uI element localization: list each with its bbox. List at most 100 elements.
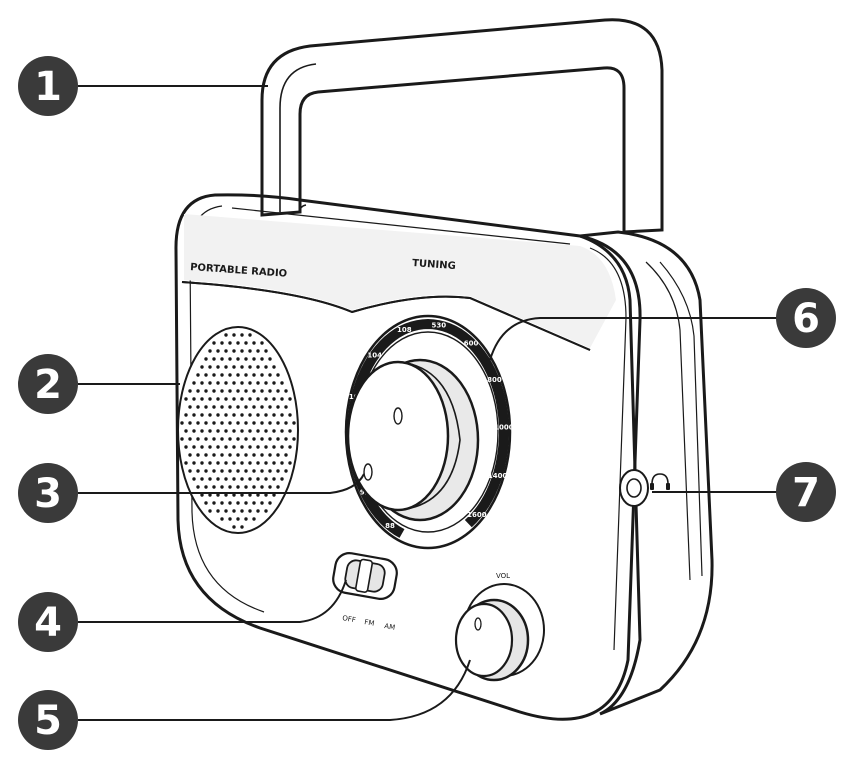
speaker-hole (284, 453, 287, 456)
speaker-hole (220, 421, 223, 424)
speaker-hole (232, 461, 235, 464)
speaker-hole (264, 413, 267, 416)
volume-label: VOL (496, 572, 510, 580)
speaker-hole (232, 349, 235, 352)
speaker-hole (260, 373, 263, 376)
speaker-hole (260, 437, 263, 440)
speaker-hole (220, 357, 223, 360)
speaker-hole (232, 445, 235, 448)
speaker-hole (276, 389, 279, 392)
callout-badge-4: 4 (18, 592, 78, 652)
speaker-hole (264, 509, 267, 512)
dial-mark-label: 530 (431, 322, 446, 330)
speaker-hole (244, 389, 247, 392)
speaker-hole (264, 461, 267, 464)
speaker-hole (272, 477, 275, 480)
speaker-hole (224, 365, 227, 368)
speaker-hole (236, 437, 239, 440)
switch-label-off: OFF (342, 614, 357, 624)
speaker-hole (284, 437, 287, 440)
speaker-hole (216, 445, 219, 448)
speaker-hole (220, 453, 223, 456)
speaker-hole (204, 469, 207, 472)
speaker-hole (220, 341, 223, 344)
speaker-hole (208, 381, 211, 384)
speaker-hole (216, 381, 219, 384)
speaker-hole (228, 517, 231, 520)
speaker-hole (256, 381, 259, 384)
speaker-hole (224, 461, 227, 464)
speaker-hole (244, 437, 247, 440)
speaker-hole (268, 469, 271, 472)
speaker-hole (216, 429, 219, 432)
speaker-hole (224, 509, 227, 512)
speaker-hole (196, 389, 199, 392)
speaker-hole (188, 469, 191, 472)
speaker-hole (268, 389, 271, 392)
headphone-jack (620, 470, 670, 506)
speaker-hole (204, 373, 207, 376)
dial-mark-label: 108 (397, 326, 412, 334)
speaker-hole (244, 501, 247, 504)
speaker-hole (216, 509, 219, 512)
speaker-hole (260, 357, 263, 360)
speaker-hole (216, 477, 219, 480)
speaker-hole (276, 453, 279, 456)
speaker-hole (232, 381, 235, 384)
speaker-hole (228, 357, 231, 360)
callout-badge-7: 7 (776, 462, 836, 522)
speaker-hole (212, 453, 215, 456)
callout-badge-1: 1 (18, 56, 78, 116)
speaker-hole (200, 477, 203, 480)
speaker-hole (220, 501, 223, 504)
speaker-hole (252, 453, 255, 456)
speaker-hole (288, 461, 291, 464)
speaker-hole (276, 405, 279, 408)
speaker-hole (276, 373, 279, 376)
speaker-hole (236, 405, 239, 408)
speaker-hole (200, 461, 203, 464)
speaker-hole (196, 453, 199, 456)
speaker-hole (244, 469, 247, 472)
speaker-hole (272, 365, 275, 368)
speaker-hole (256, 397, 259, 400)
speaker-hole (204, 389, 207, 392)
dial-mark-label: 600 (464, 340, 479, 348)
speaker-hole (272, 381, 275, 384)
speaker-hole (240, 397, 243, 400)
speaker-hole (188, 437, 191, 440)
speaker-hole (248, 509, 251, 512)
speaker-hole (204, 501, 207, 504)
speaker-hole (268, 453, 271, 456)
speaker-hole (280, 413, 283, 416)
speaker-hole (224, 381, 227, 384)
speaker-hole (220, 405, 223, 408)
callout-badge-6: 6 (776, 288, 836, 348)
speaker-hole (216, 461, 219, 464)
speaker-hole (280, 397, 283, 400)
switch-label-am: AM (384, 622, 396, 632)
speaker-hole (212, 373, 215, 376)
speaker-hole (244, 485, 247, 488)
speaker-hole (284, 469, 287, 472)
speaker-hole (252, 501, 255, 504)
speaker-hole (272, 413, 275, 416)
speaker-hole (276, 421, 279, 424)
speaker-hole (216, 413, 219, 416)
speaker-hole (240, 429, 243, 432)
speaker-hole (284, 421, 287, 424)
speaker-hole (244, 373, 247, 376)
speaker-hole (240, 365, 243, 368)
speaker-hole (268, 485, 271, 488)
speaker (178, 327, 298, 533)
speaker-hole (244, 421, 247, 424)
speaker-hole (288, 429, 291, 432)
speaker-hole (272, 397, 275, 400)
speaker-hole (220, 373, 223, 376)
switch-label-fm: FM (364, 618, 375, 628)
speaker-hole (236, 389, 239, 392)
speaker-hole (232, 525, 235, 528)
tuning-knob (348, 360, 478, 520)
speaker-hole (228, 405, 231, 408)
speaker-hole (288, 397, 291, 400)
